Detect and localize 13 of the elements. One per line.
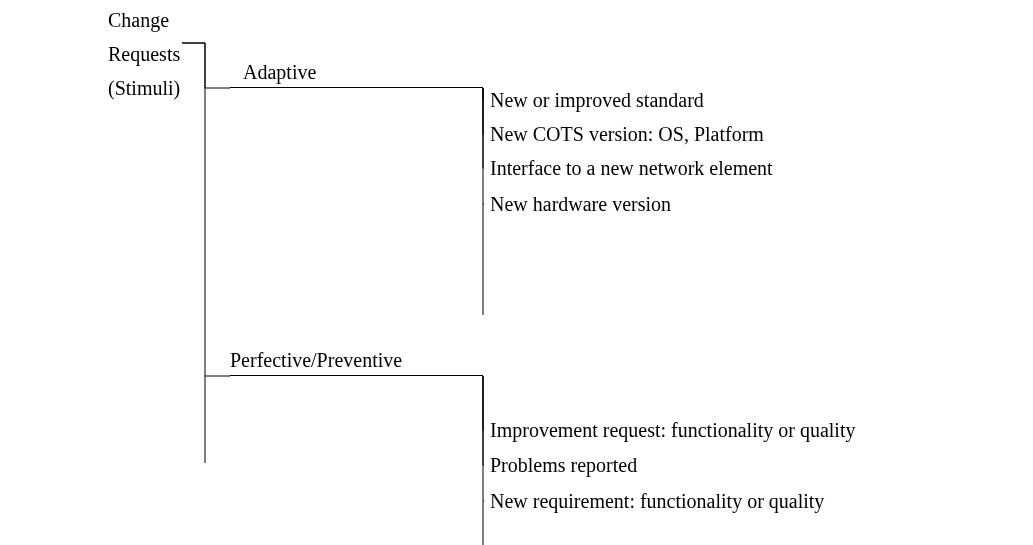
tree-label: New requirement: functionality or quality xyxy=(484,486,1033,516)
tree-label: Perfective/Preventive xyxy=(230,344,483,376)
tree-label: Improvement request: functionality or quality xyxy=(484,415,1033,445)
tree-label: New hardware version xyxy=(484,189,1033,219)
tree-label: Problems reported xyxy=(484,450,1033,480)
tree-connector xyxy=(482,375,485,545)
tree-label: New COTS version: OS, Platform xyxy=(484,119,1033,149)
tree-label: New or improved standard xyxy=(484,85,1033,115)
tree-connector xyxy=(181,42,231,464)
tree-label: Interface to a new network element xyxy=(484,153,1033,183)
tree-connector xyxy=(482,87,485,316)
tree-label: Adaptive xyxy=(230,56,483,88)
tree-label: Change Requests (Stimuli) xyxy=(108,3,182,105)
